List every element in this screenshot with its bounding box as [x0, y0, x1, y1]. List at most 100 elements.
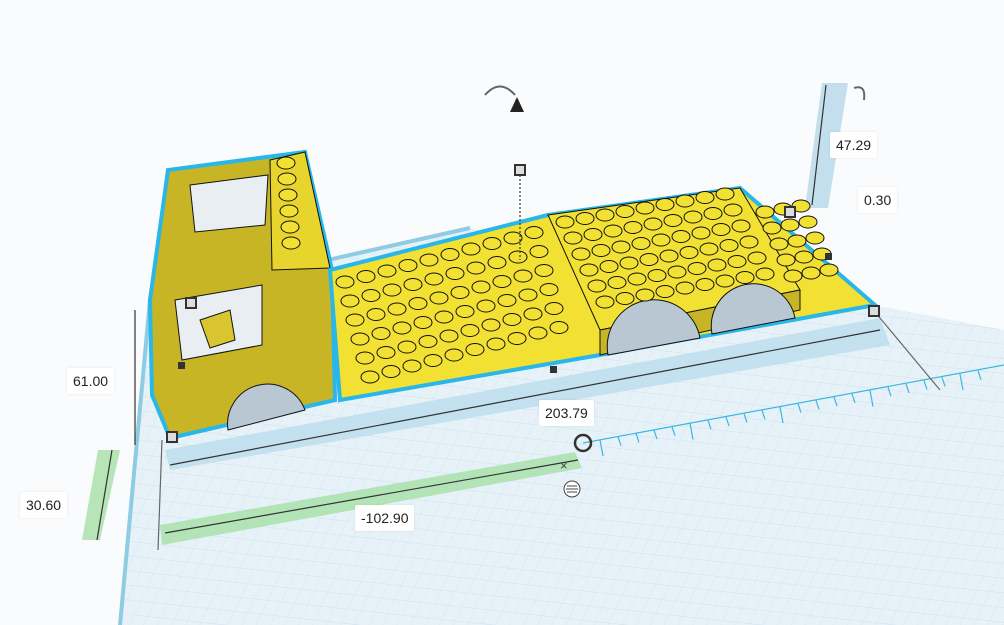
stud: [591, 244, 611, 257]
ruler-axis: [582, 364, 1004, 444]
stud: [739, 235, 759, 249]
height-label[interactable]: 61.00: [67, 368, 115, 394]
stud: [787, 234, 807, 248]
stud: [398, 259, 418, 272]
dimension-lines: [96, 84, 941, 551]
stud: [418, 335, 438, 348]
stud: [723, 203, 743, 217]
close-icon[interactable]: ×: [560, 458, 568, 473]
stud: [731, 219, 751, 233]
stud: [492, 275, 512, 288]
corner-handle[interactable]: [868, 305, 880, 317]
stud: [280, 220, 300, 234]
stud: [345, 313, 365, 327]
stud: [387, 302, 407, 316]
stud: [465, 343, 485, 356]
stud: [377, 264, 397, 278]
stud: [703, 207, 723, 220]
x-offset-label[interactable]: -102.90: [355, 505, 415, 531]
height-handle[interactable]: [514, 164, 526, 176]
stud: [627, 272, 647, 286]
side-handle[interactable]: [825, 253, 832, 260]
stud: [776, 253, 796, 267]
ruler-tick: [671, 426, 676, 436]
stud: [497, 294, 517, 307]
stud: [361, 289, 381, 302]
ruler-tick: [851, 393, 856, 403]
ruler-tick: [797, 403, 802, 413]
ruler-tick: [815, 400, 820, 410]
ruler-tick: [905, 383, 910, 394]
stud: [615, 205, 635, 218]
stud: [819, 263, 839, 277]
stud: [360, 370, 380, 384]
stud: [381, 365, 401, 378]
side-handle[interactable]: [178, 362, 185, 369]
stud: [555, 215, 575, 229]
ruler-tick: [743, 413, 748, 423]
corner-handle[interactable]: [166, 431, 178, 443]
stud: [587, 279, 607, 293]
ruler-tick: [707, 420, 712, 430]
stud: [595, 208, 615, 222]
stud: [801, 266, 821, 280]
stud: [735, 271, 755, 284]
stud: [529, 245, 549, 258]
stud: [679, 246, 699, 259]
length-label[interactable]: 203.79: [539, 400, 594, 426]
stud: [340, 294, 360, 308]
stud: [667, 265, 687, 279]
x-offset-guide: [160, 452, 582, 545]
stud: [508, 250, 528, 264]
stud: [563, 231, 583, 245]
stud: [727, 255, 747, 268]
stud: [549, 321, 569, 334]
ruler-tick: [959, 373, 964, 391]
elevation-label[interactable]: 30.60: [20, 492, 68, 518]
stud: [647, 269, 667, 282]
stud: [575, 212, 595, 225]
stud: [279, 204, 299, 218]
stud: [579, 263, 599, 277]
stud: [655, 285, 675, 298]
corner-handle[interactable]: [784, 206, 796, 218]
ruler-tick: [869, 390, 874, 407]
stud: [783, 269, 803, 283]
rotate-arrow-icon[interactable]: [484, 85, 866, 101]
ruler-tick: [689, 423, 694, 440]
stud: [528, 326, 548, 340]
ruler-tick: [761, 410, 766, 420]
stud: [335, 275, 355, 289]
stud: [461, 242, 481, 256]
stud: [419, 253, 439, 267]
stud: [655, 198, 675, 211]
stud: [429, 291, 449, 305]
stud: [715, 274, 735, 288]
stud: [719, 239, 739, 252]
elevation-guide: [82, 450, 120, 540]
stud: [615, 292, 635, 305]
stud: [611, 240, 631, 254]
width-label[interactable]: 47.29: [830, 132, 878, 158]
corner-handle[interactable]: [185, 297, 197, 309]
stud: [755, 267, 775, 281]
lift-cone-icon[interactable]: [510, 97, 524, 112]
origin-circle-icon[interactable]: [573, 433, 593, 453]
stud: [503, 231, 523, 245]
menu-icon[interactable]: [563, 480, 581, 498]
truck-model[interactable]: [147, 149, 880, 441]
stud: [623, 221, 643, 234]
stud: [571, 247, 591, 261]
width-offset-label[interactable]: 0.30: [858, 187, 898, 213]
stud: [663, 214, 683, 227]
stud: [747, 251, 767, 265]
stud: [382, 283, 402, 297]
ruler-tick: [923, 380, 928, 390]
side-handle[interactable]: [550, 366, 557, 373]
ruler-tick: [725, 416, 730, 427]
stud: [769, 237, 789, 251]
stud: [534, 264, 554, 277]
ruler[interactable]: [582, 364, 1004, 457]
stud: [659, 249, 679, 263]
